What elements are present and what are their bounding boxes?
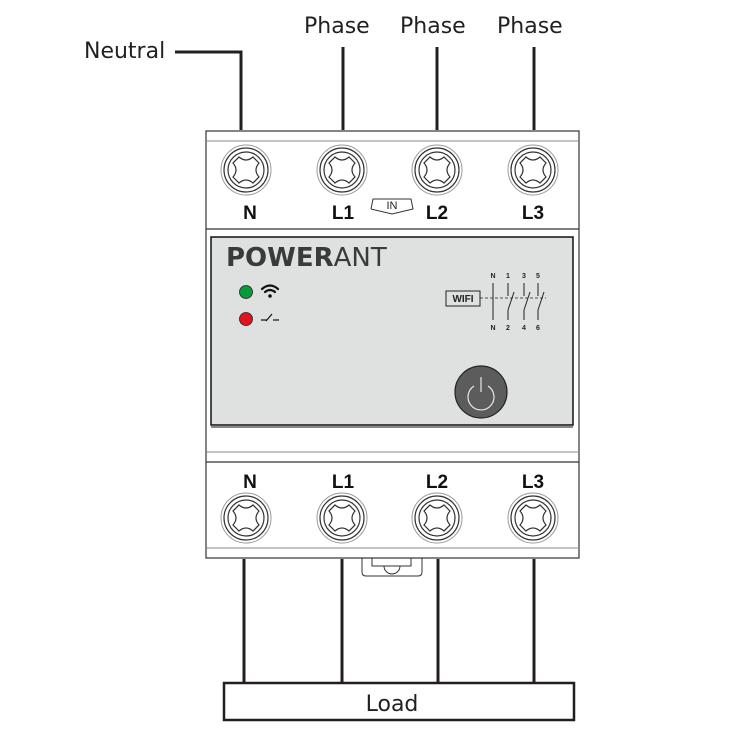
- input-arrow-marker: IN: [370, 198, 414, 215]
- phase-label-3: Phase: [497, 14, 563, 39]
- output-terminal-screw-l1[interactable]: [316, 492, 368, 544]
- output-terminal-label-l1: L1: [332, 472, 355, 493]
- output-terminal-screw-l2[interactable]: [411, 492, 463, 544]
- load-label: Load: [366, 692, 419, 717]
- output-terminal-label-l2: L2: [426, 472, 448, 493]
- pin-bottom-4: 4: [522, 325, 526, 332]
- supply-wires: [175, 47, 536, 130]
- switch-contact-icon: [261, 313, 279, 322]
- input-terminal-screw-l2[interactable]: [411, 144, 463, 196]
- input-terminal-screw-l1[interactable]: [316, 144, 368, 196]
- input-terminal-block: N L1 L2 L3 IN: [220, 144, 559, 224]
- switch-status-led: [239, 312, 253, 326]
- power-button[interactable]: [454, 365, 508, 419]
- load-wires: [242, 559, 536, 683]
- pin-top-3: 3: [522, 273, 526, 280]
- brand-logo: POWERANT: [226, 243, 387, 273]
- circuit-schematic: WIFI N 1 3 5 N 2 4 6: [445, 273, 546, 332]
- input-terminal-screw-n[interactable]: [220, 144, 272, 196]
- wifi-status-led: [239, 285, 253, 299]
- input-terminal-label-l1: L1: [332, 203, 355, 224]
- output-terminal-label-n: N: [243, 472, 257, 493]
- pin-top-n: N: [490, 273, 495, 280]
- phase-label-2: Phase: [400, 14, 466, 39]
- output-terminal-screw-l3[interactable]: [507, 492, 559, 544]
- output-terminal-label-l3: L3: [522, 472, 544, 493]
- front-panel: POWERANT WIFI N 1: [210, 236, 574, 428]
- pin-bottom-n: N: [490, 325, 495, 332]
- pin-top-1: 1: [506, 273, 510, 280]
- input-terminal-label-n: N: [243, 203, 257, 224]
- wifi-module-box: [445, 290, 481, 307]
- svg-text:IN: IN: [387, 200, 398, 212]
- wifi-icon: [260, 284, 280, 298]
- svg-text:WIFI: WIFI: [452, 294, 473, 305]
- pin-bottom-6: 6: [536, 325, 540, 332]
- pin-top-5: 5: [536, 273, 540, 280]
- input-terminal-label-l2: L2: [426, 203, 448, 224]
- din-rail-clip: [361, 558, 423, 577]
- neutral-wire: [175, 50, 243, 130]
- load-box: Load: [222, 681, 576, 722]
- neutral-label: Neutral: [84, 39, 165, 64]
- output-terminal-screw-n[interactable]: [220, 492, 272, 544]
- phase-label-1: Phase: [304, 14, 370, 39]
- output-terminal-block: N L1 L2 L3: [220, 472, 559, 544]
- input-terminal-label-l3: L3: [522, 203, 544, 224]
- power-icon: [467, 377, 495, 411]
- pin-bottom-2: 2: [506, 325, 510, 332]
- input-terminal-screw-l3[interactable]: [507, 144, 559, 196]
